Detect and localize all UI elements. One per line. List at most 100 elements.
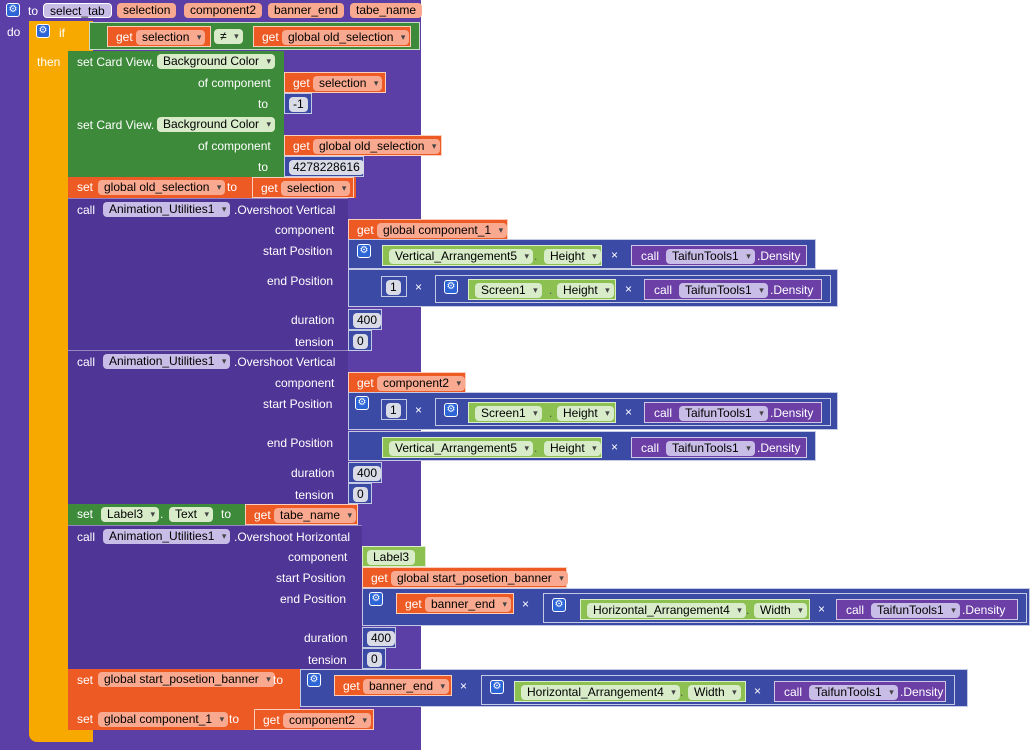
banner-end-dropdown[interactable]: banner_end bbox=[425, 597, 512, 612]
horizontal-arrangement-dropdown[interactable]: Horizontal_Arrangement4 bbox=[521, 685, 680, 700]
number-block[interactable]: 0 bbox=[362, 648, 386, 669]
param-banner-end[interactable]: banner_end bbox=[268, 3, 345, 18]
number-value[interactable]: 1 bbox=[386, 403, 401, 418]
number-block[interactable]: -1 bbox=[284, 93, 312, 114]
call-overshoot-vertical-block-2[interactable]: call Animation_Utilities1 .Overshoot Ver… bbox=[68, 350, 348, 505]
call-density-block[interactable]: call TaifunTools1 .Density bbox=[631, 245, 807, 266]
screen-dropdown[interactable]: Screen1 bbox=[475, 406, 542, 421]
get-old-selection-block[interactable]: get global old_selection bbox=[284, 135, 442, 156]
component-dropdown[interactable]: Animation_Utilities1 bbox=[103, 202, 231, 217]
number-value[interactable]: 1 bbox=[386, 280, 401, 295]
if-header[interactable]: ⚙ if bbox=[29, 21, 90, 49]
compare-block[interactable]: get selection ≠ get global old_selection bbox=[89, 22, 420, 50]
set-old-selection-block[interactable]: set global old_selection to get selectio… bbox=[68, 177, 356, 198]
taifun-dropdown[interactable]: TaifunTools1 bbox=[871, 603, 960, 618]
get-selection-block[interactable]: get selection bbox=[284, 72, 386, 93]
taifun-dropdown[interactable]: TaifunTools1 bbox=[666, 441, 755, 456]
operator-dropdown[interactable]: ≠ bbox=[214, 29, 243, 44]
number-block[interactable]: 1 bbox=[381, 276, 407, 297]
height-dropdown[interactable]: Height bbox=[557, 406, 614, 421]
set-start-posetion-block[interactable]: set global start_posetion_banner to bbox=[68, 669, 300, 709]
call-density-block[interactable]: call TaifunTools1 .Density bbox=[631, 437, 807, 458]
gear-icon[interactable]: ⚙ bbox=[490, 680, 504, 694]
gear-icon[interactable]: ⚙ bbox=[444, 403, 458, 417]
text-property-dropdown[interactable]: Text bbox=[169, 507, 214, 522]
component-dropdown[interactable]: Animation_Utilities1 bbox=[103, 529, 231, 544]
call-density-block[interactable]: call TaifunTools1 .Density bbox=[774, 681, 946, 702]
variable-dropdown[interactable]: global old_selection bbox=[98, 180, 226, 195]
arrangement-width-getter[interactable]: Horizontal_Arrangement4 . Width bbox=[514, 681, 746, 702]
set-component-1-block[interactable]: set global component_1 to get component2 bbox=[68, 709, 374, 730]
component2-dropdown[interactable]: component2 bbox=[377, 376, 466, 391]
multiply-block[interactable]: ⚙ Screen1 . Height × call TaifunTools1 .… bbox=[435, 275, 831, 303]
gear-icon[interactable]: ⚙ bbox=[357, 244, 371, 258]
number-block[interactable]: 1 bbox=[381, 399, 407, 420]
get-component-1-block[interactable]: get global component_1 bbox=[348, 219, 508, 240]
get-banner-end-block[interactable]: get banner_end bbox=[334, 675, 452, 696]
multiply-block[interactable]: ⚙ Horizontal_Arrangement4 . Width × call… bbox=[481, 675, 955, 705]
arrangement-width-getter[interactable]: Horizontal_Arrangement4 . Width bbox=[580, 599, 810, 620]
property-dropdown[interactable]: Background Color bbox=[157, 117, 276, 132]
start-posetion-dropdown[interactable]: global start_posetion_banner bbox=[391, 571, 568, 586]
selection-dropdown[interactable]: selection bbox=[136, 30, 206, 45]
selection-dropdown[interactable]: selection bbox=[313, 76, 383, 91]
tabe-name-dropdown[interactable]: tabe_name bbox=[274, 508, 357, 523]
taifun-dropdown[interactable]: TaifunTools1 bbox=[666, 249, 755, 264]
taifun-dropdown[interactable]: TaifunTools1 bbox=[809, 685, 898, 700]
component2-dropdown[interactable]: component2 bbox=[283, 713, 372, 728]
number-block[interactable]: 400 bbox=[362, 627, 396, 648]
call-density-block[interactable]: call TaifunTools1 .Density bbox=[836, 599, 1018, 620]
taifun-dropdown[interactable]: TaifunTools1 bbox=[679, 406, 768, 421]
get-banner-end-block[interactable]: get banner_end bbox=[396, 593, 514, 614]
number-block[interactable]: 4278228616 bbox=[284, 156, 364, 177]
variable-dropdown[interactable]: global component_1 bbox=[98, 712, 229, 727]
horizontal-arrangement-dropdown[interactable]: Horizontal_Arrangement4 bbox=[587, 603, 746, 618]
gear-icon[interactable]: ⚙ bbox=[552, 598, 566, 612]
number-value[interactable]: 400 bbox=[367, 631, 396, 646]
get-old-selection-block[interactable]: get global old_selection bbox=[253, 26, 411, 47]
gear-icon[interactable]: ⚙ bbox=[6, 3, 20, 17]
param-tabe-name[interactable]: tabe_name bbox=[350, 3, 423, 18]
old-selection-dropdown[interactable]: global old_selection bbox=[313, 139, 441, 154]
screen-height-getter[interactable]: Screen1 . Height bbox=[468, 279, 616, 300]
gear-icon[interactable]: ⚙ bbox=[307, 673, 321, 687]
multiply-block[interactable]: ⚙ Vertical_Arrangement5 . Height × call … bbox=[348, 239, 816, 269]
old-selection-dropdown[interactable]: global old_selection bbox=[282, 30, 410, 45]
number-value[interactable]: -1 bbox=[289, 97, 308, 112]
gear-icon[interactable]: ⚙ bbox=[36, 24, 50, 38]
arrangement-height-getter[interactable]: Vertical_Arrangement5 . Height bbox=[382, 245, 602, 266]
selection-dropdown[interactable]: selection bbox=[281, 181, 351, 196]
set-label-text-block[interactable]: set Label3 . Text to get tabe_name bbox=[68, 504, 358, 525]
multiply-block[interactable]: ⚙ Screen1 . Height × call TaifunTools1 .… bbox=[435, 398, 831, 426]
multiply-block[interactable]: ⚙ 1 × ⚙ Screen1 . Height × call TaifunTo… bbox=[348, 392, 838, 430]
screen-height-getter[interactable]: Screen1 . Height bbox=[468, 402, 616, 423]
screen-dropdown[interactable]: Screen1 bbox=[475, 283, 542, 298]
number-value[interactable]: 0 bbox=[353, 334, 368, 349]
param-component2[interactable]: component2 bbox=[184, 3, 263, 18]
get-component2-block[interactable]: get component2 bbox=[348, 372, 466, 393]
arrangement-dropdown[interactable]: Vertical_Arrangement5 bbox=[389, 441, 534, 456]
width-dropdown[interactable]: Width bbox=[688, 685, 741, 700]
component-dropdown[interactable]: Animation_Utilities1 bbox=[103, 354, 231, 369]
number-value[interactable]: 4278228616 bbox=[289, 160, 364, 175]
get-selection-block[interactable]: get selection bbox=[252, 177, 354, 198]
multiply-block[interactable]: Vertical_Arrangement5 . Height × call Ta… bbox=[348, 431, 816, 461]
gear-icon[interactable]: ⚙ bbox=[369, 592, 383, 606]
multiply-block[interactable]: ⚙ get banner_end × ⚙ Horizontal_Arrangem… bbox=[362, 588, 1030, 626]
gear-icon[interactable]: ⚙ bbox=[444, 280, 458, 294]
number-block[interactable]: 400 bbox=[348, 462, 382, 483]
param-selection[interactable]: selection bbox=[117, 3, 177, 18]
height-dropdown[interactable]: Height bbox=[544, 441, 601, 456]
get-start-posetion-block[interactable]: get global start_posetion_banner bbox=[362, 567, 568, 588]
call-overshoot-horizontal-block[interactable]: call Animation_Utilities1 .Overshoot Hor… bbox=[68, 525, 362, 669]
label-component-dropdown[interactable]: Label3 bbox=[101, 507, 160, 522]
number-value[interactable]: 400 bbox=[353, 466, 382, 481]
component-1-dropdown[interactable]: global component_1 bbox=[377, 223, 508, 238]
number-value[interactable]: 400 bbox=[353, 313, 382, 328]
get-selection-block[interactable]: get selection bbox=[107, 26, 211, 47]
property-dropdown[interactable]: Background Color bbox=[157, 54, 276, 69]
label3-value[interactable]: Label3 bbox=[367, 550, 416, 565]
taifun-dropdown[interactable]: TaifunTools1 bbox=[679, 283, 768, 298]
call-overshoot-vertical-block-1[interactable]: call Animation_Utilities1 .Overshoot Ver… bbox=[68, 198, 348, 350]
call-density-block[interactable]: call TaifunTools1 .Density bbox=[644, 402, 822, 423]
